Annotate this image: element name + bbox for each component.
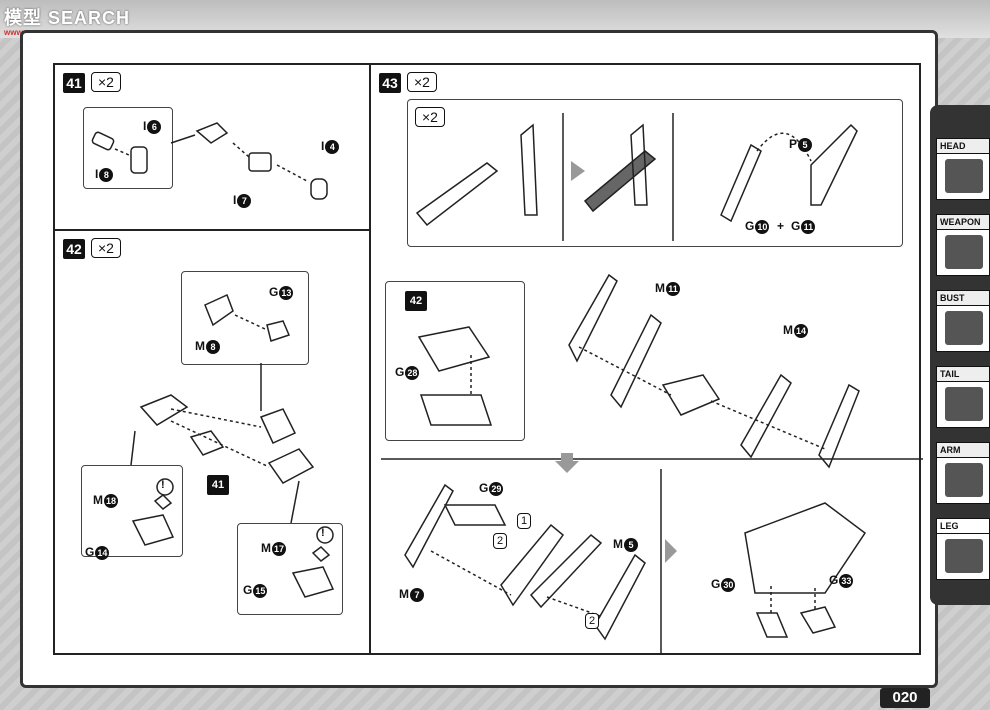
step-42-panel: 42 ×2 (53, 229, 371, 655)
multiplier-badge: ×2 (91, 72, 121, 92)
weapon-thumbnail (945, 235, 983, 269)
logo-text: SEARCH (48, 8, 131, 28)
tail-thumbnail (945, 387, 983, 421)
page-number: 020 (880, 688, 930, 708)
bust-thumbnail (945, 311, 983, 345)
leg-thumbnail (945, 539, 983, 573)
subassembly-box-left (81, 465, 183, 557)
sidebar-tab-leg[interactable]: LEG (936, 518, 990, 580)
caution-mark: ! (161, 479, 165, 491)
multiplier-badge: ×2 (407, 72, 437, 92)
arm-thumbnail (945, 463, 983, 497)
sequence-mark-1: 1 (517, 513, 532, 529)
step-number: 43 (379, 73, 401, 93)
multiplier-badge: ×2 (91, 238, 121, 258)
sidebar-tab-bust[interactable]: BUST (936, 290, 990, 352)
sidebar-tab-tail[interactable]: TAIL (936, 366, 990, 428)
step-41-diagram (91, 122, 328, 200)
step-43-panel: 43 ×2 ×2 (369, 63, 923, 655)
sidebar-tab-weapon[interactable]: WEAPON (936, 214, 990, 276)
step-43-diagram (381, 113, 923, 655)
step-number: 42 (63, 239, 85, 259)
subassembly-ref-42: 42 (405, 291, 427, 311)
caution-mark: ! (321, 527, 325, 539)
subassembly-ref-41: 41 (207, 475, 229, 495)
sidebar-tab-arm[interactable]: ARM (936, 442, 990, 504)
sequence-mark-2: 2 (493, 533, 508, 549)
logo-brand: 模型 (4, 8, 42, 28)
subassembly-box-right (237, 523, 343, 615)
sub-multiplier-badge: ×2 (415, 107, 445, 127)
subassembly-box-top (407, 99, 903, 247)
step-42-diagram (130, 293, 335, 598)
head-thumbnail (945, 159, 983, 193)
sidebar-tab-head[interactable]: HEAD (936, 138, 990, 200)
plus-sign: + (777, 219, 785, 233)
sequence-mark-2: 2 (585, 613, 600, 629)
step-number: 41 (63, 73, 85, 93)
